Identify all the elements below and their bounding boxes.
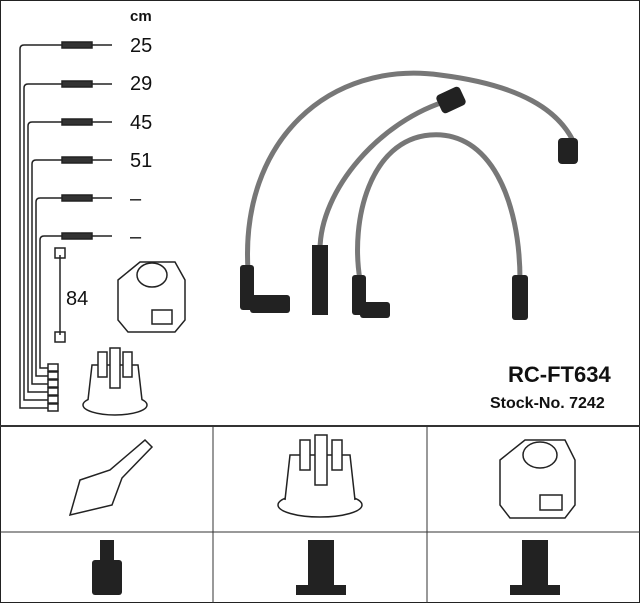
- distributor-cap-icon: [277, 434, 363, 518]
- length-label: 45: [130, 112, 153, 134]
- length-label: 51: [130, 150, 153, 172]
- plug-boot-straight-icon: [92, 540, 122, 595]
- main-panel: [0, 425, 640, 427]
- coil-boot-icon: [510, 540, 560, 595]
- ignition-coil-icon: [499, 439, 576, 519]
- ignition-coil-icon: [117, 261, 186, 333]
- length-label: 25: [130, 35, 153, 57]
- cap-boot-icon: [296, 540, 346, 595]
- lead-legend-icon: [19, 41, 112, 412]
- distributor-cap-icon: [82, 347, 148, 416]
- stock-number: Stock-No. 7242: [490, 395, 605, 412]
- unit-label: cm: [130, 8, 152, 25]
- length-label: –: [130, 226, 142, 248]
- length-label: –: [130, 188, 142, 210]
- coil-lead-length: 84: [66, 288, 89, 310]
- spark-plug-boots-icon: [240, 86, 578, 320]
- spark-plug-icon: [68, 438, 154, 517]
- length-label: 29: [130, 73, 153, 95]
- ignition-cables-icon: [245, 70, 578, 281]
- part-number: RC-FT634: [508, 362, 611, 387]
